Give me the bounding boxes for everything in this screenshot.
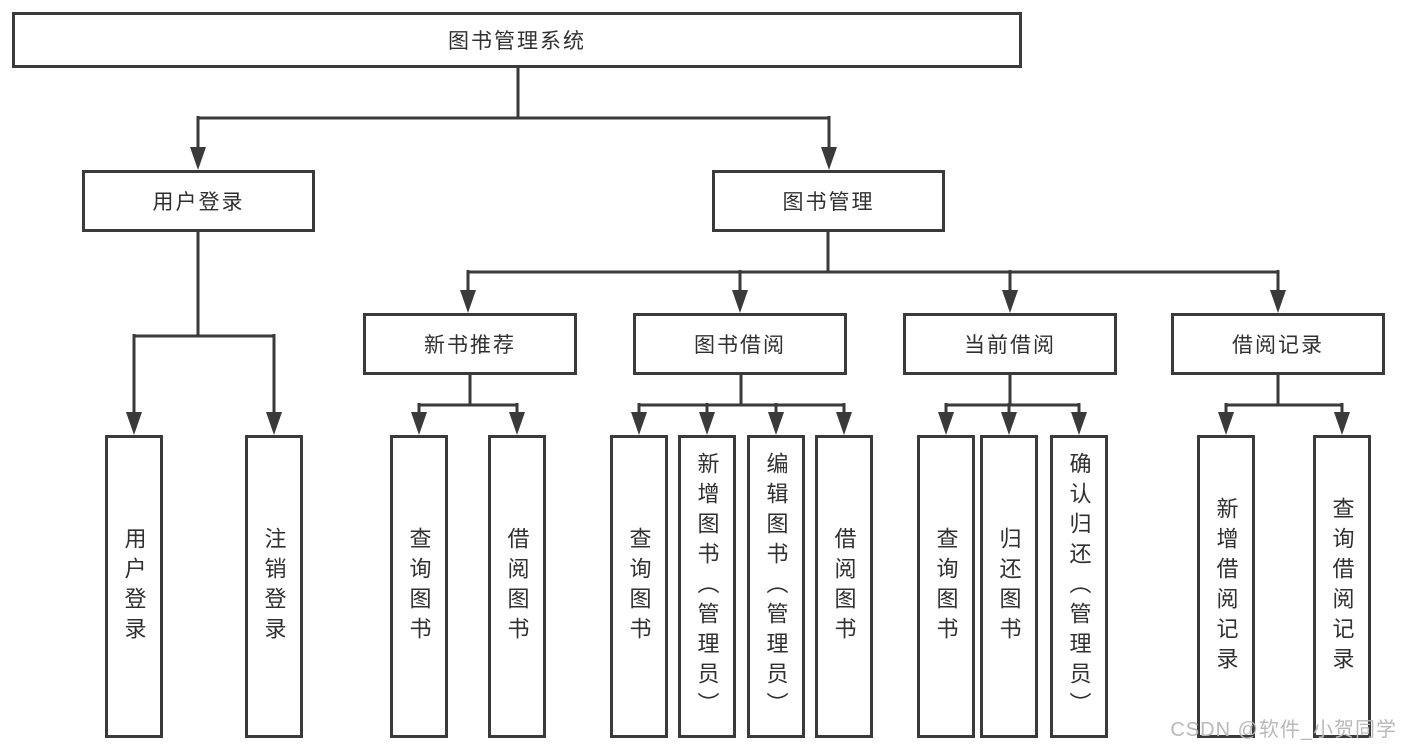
leaf-user-login: 用户登录: [105, 435, 163, 738]
leaf-query-borrow-record: 查询借阅记录: [1313, 435, 1371, 738]
leaf-borrow-books-label: 借阅图书: [831, 526, 857, 647]
leaf-query-books-recommend-label: 查询图书: [406, 526, 432, 647]
node-borrow-records-label: 借阅记录: [1232, 334, 1324, 357]
node-new-book-recommend-label: 新书推荐: [424, 334, 516, 357]
leaf-logout: 注销登录: [245, 435, 303, 738]
leaf-confirm-return-admin: 确认归还（管理员）: [1050, 435, 1108, 738]
node-current-borrow: 当前借阅: [903, 313, 1117, 375]
leaf-confirm-return-admin-label: 确认归还（管理员）: [1066, 451, 1092, 722]
root-node-library-system: 图书管理系统: [12, 12, 1022, 68]
leaf-user-login-label: 用户登录: [121, 526, 147, 647]
leaf-add-book-admin-label: 新增图书（管理员）: [694, 451, 720, 722]
node-user-login-label: 用户登录: [152, 191, 245, 214]
node-book-management-label: 图书管理: [782, 191, 875, 214]
leaf-return-book-label: 归还图书: [996, 526, 1022, 647]
leaf-query-books-current: 查询图书: [917, 435, 975, 738]
csdn-watermark: CSDN @软件_小贺同学: [1170, 719, 1397, 741]
leaf-borrow-books-recommend: 借阅图书: [488, 435, 546, 738]
leaf-add-borrow-record: 新增借阅记录: [1197, 435, 1255, 738]
leaf-logout-label: 注销登录: [261, 526, 287, 647]
node-book-borrow: 图书借阅: [633, 313, 847, 375]
leaf-query-books-borrow: 查询图书: [610, 435, 668, 738]
leaf-borrow-books-recommend-label: 借阅图书: [504, 526, 530, 647]
node-book-management: 图书管理: [712, 170, 945, 232]
leaf-query-books-recommend: 查询图书: [390, 435, 448, 738]
leaf-add-book-admin: 新增图书（管理员）: [678, 435, 736, 738]
node-new-book-recommend: 新书推荐: [363, 313, 577, 375]
leaf-edit-book-admin-label: 编辑图书（管理员）: [763, 451, 789, 722]
leaf-query-borrow-record-label: 查询借阅记录: [1329, 496, 1355, 677]
leaf-query-books-borrow-label: 查询图书: [626, 526, 652, 647]
node-current-borrow-label: 当前借阅: [964, 334, 1056, 357]
leaf-query-books-current-label: 查询图书: [933, 526, 959, 647]
leaf-borrow-books: 借阅图书: [815, 435, 873, 738]
root-node-label: 图书管理系统: [448, 30, 586, 53]
node-user-login: 用户登录: [82, 170, 315, 232]
leaf-return-book: 归还图书: [980, 435, 1038, 738]
node-book-borrow-label: 图书借阅: [694, 334, 786, 357]
node-borrow-records: 借阅记录: [1171, 313, 1385, 375]
leaf-add-borrow-record-label: 新增借阅记录: [1213, 496, 1239, 677]
leaf-edit-book-admin: 编辑图书（管理员）: [747, 435, 805, 738]
